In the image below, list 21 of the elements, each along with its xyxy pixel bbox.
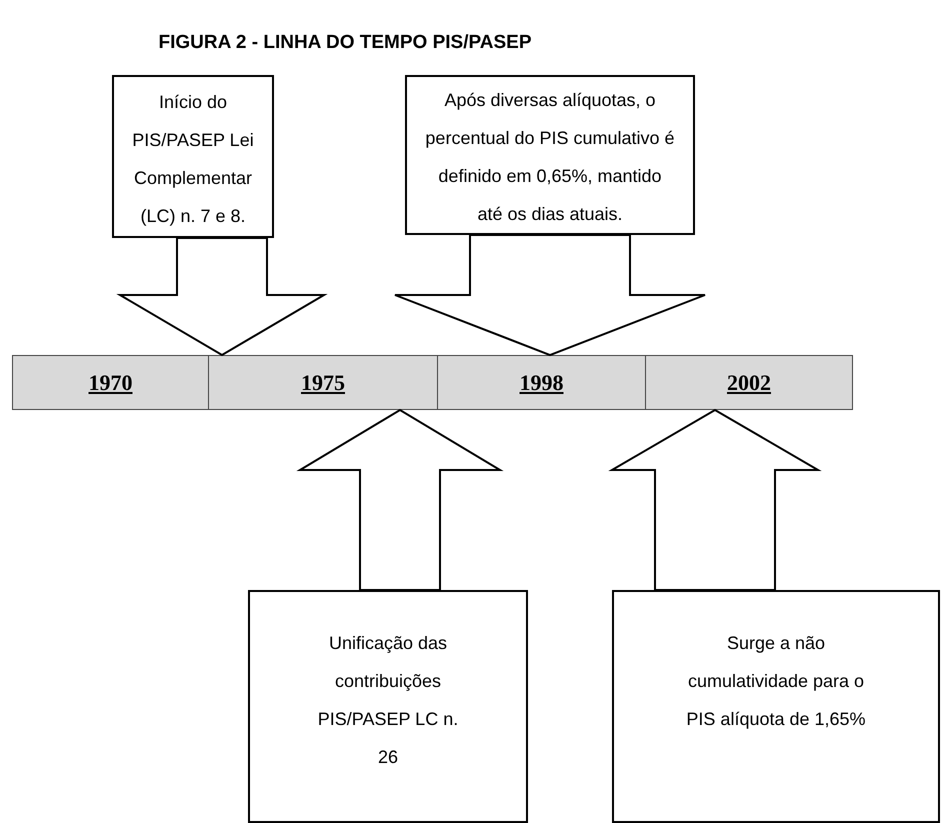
callout-box (112, 75, 274, 238)
callout-box (612, 590, 940, 823)
year-label: 2002 (727, 370, 771, 396)
block-arrow (116, 237, 328, 356)
event-description: Surge a não cumulatividade para o PIS alíquota de 1,65% (685, 632, 867, 731)
timeline-cell (437, 355, 646, 410)
callout-box (405, 75, 695, 235)
callout-box (248, 590, 528, 823)
year-label: 1975 (301, 370, 345, 396)
event-description: Após diversas alíquotas, o percentual do PIS cumulativo é definido em 0,65%, mantido até os dias atuais. (425, 89, 675, 226)
block-arrow (394, 234, 706, 356)
figure-title: FIGURA 2 - LINHA DO TEMPO PIS/PASEP (158, 32, 532, 54)
timeline-cell (12, 355, 209, 410)
block-arrow (608, 408, 822, 591)
event-description: Início do PIS/PASEP Lei Complementar (LC) n. 7 e 8. (131, 91, 255, 228)
timeline-cell (208, 355, 438, 410)
block-arrow (296, 408, 504, 591)
timeline-cell (645, 355, 853, 410)
year-label: 1970 (88, 370, 132, 396)
year-label: 1998 (520, 370, 564, 396)
event-description: Unificação das contribuições PIS/PASEP LC n. 26 (316, 632, 460, 769)
